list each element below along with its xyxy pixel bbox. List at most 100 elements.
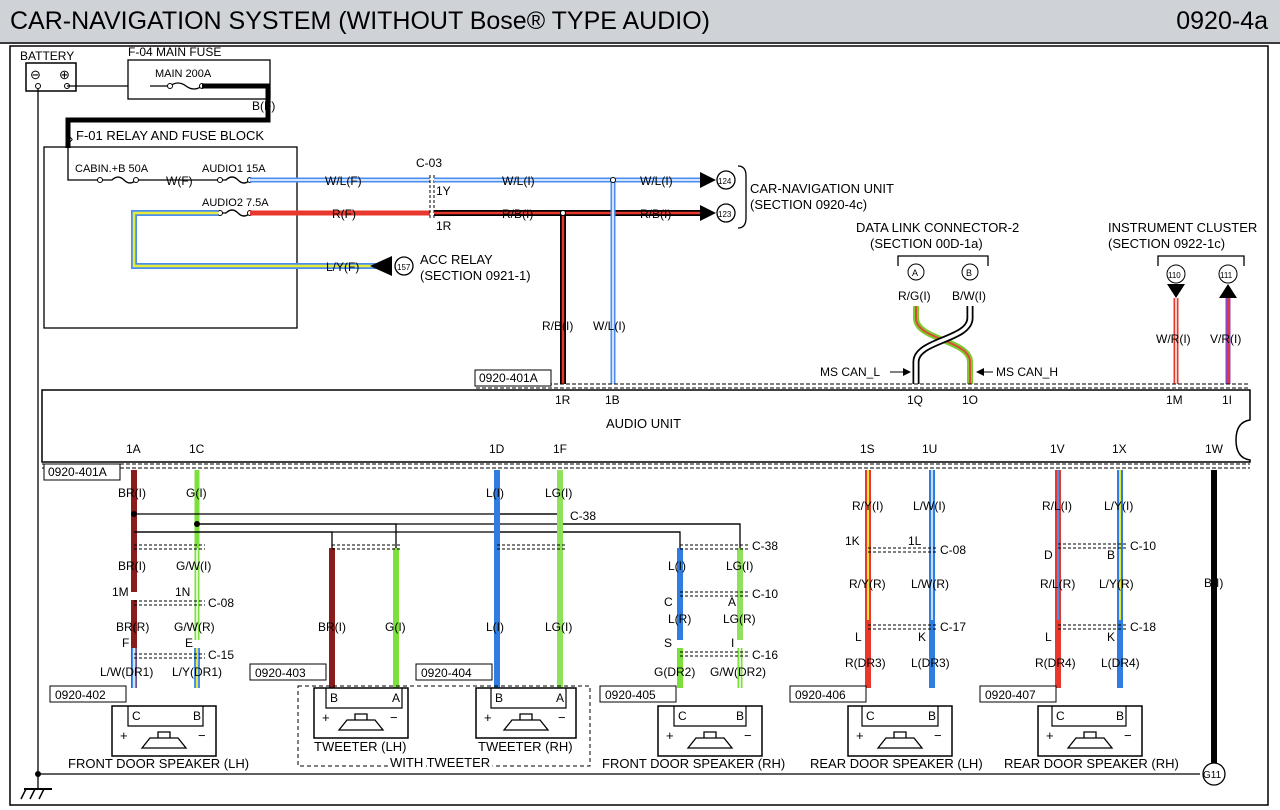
wire-label-r-dr3: R(DR3) xyxy=(845,656,886,670)
plus-sign: + xyxy=(484,710,492,725)
speaker-icon xyxy=(502,713,550,731)
wire-label-l-dr4: L(DR4) xyxy=(1101,656,1140,670)
pin-1f: 1F xyxy=(553,442,567,456)
minus-sign: − xyxy=(558,710,566,725)
speaker-pin-right: B xyxy=(736,709,744,723)
connector-c08-b: C-08 xyxy=(940,543,966,557)
battery-minus-icon: ⊖ xyxy=(30,67,41,82)
minus-sign: − xyxy=(198,728,206,743)
pin-1l: 1L xyxy=(908,534,922,548)
speaker-pin-left: B xyxy=(330,691,338,705)
wire-label-lw-dr1: L/W(DR1) xyxy=(100,665,153,679)
fuse-audio1-label: AUDIO1 15A xyxy=(202,163,266,175)
wire-label-lg-i-t: LG(I) xyxy=(545,620,572,634)
cluster-label: INSTRUMENT CLUSTER xyxy=(1108,220,1257,235)
title-bar: CAR-NAVIGATION SYSTEM (WITHOUT Bose® TYP… xyxy=(0,0,1280,44)
nav-unit-section: (SECTION 0920-4c) xyxy=(750,197,867,212)
speaker-pin-left: C xyxy=(866,709,875,723)
wire-label-rl-r: R/L(R) xyxy=(1040,577,1075,591)
connector-c10-a: C-10 xyxy=(752,587,778,601)
wire-label-wr: W/R(I) xyxy=(1156,332,1191,346)
wire-label-rf: R(F) xyxy=(332,207,356,221)
wire-label-rl-i: R/L(I) xyxy=(1042,499,1072,513)
pin-f-c15: F xyxy=(122,636,129,650)
relay-block-label: F-01 RELAY AND FUSE BLOCK xyxy=(76,128,264,143)
wire-label-g-dr2: G(DR2) xyxy=(654,665,695,679)
pin-1o: 1O xyxy=(962,393,978,407)
wire-label-wlf: W/L(F) xyxy=(325,174,362,188)
minus-sign: − xyxy=(390,710,398,725)
connector-c10-b: C-10 xyxy=(1130,539,1156,553)
main-fuse-label: F-04 MAIN FUSE xyxy=(128,45,221,59)
page-number: 0920-4a xyxy=(1176,7,1268,35)
pin-1r: 1R xyxy=(436,219,452,233)
wire-label-gw-dr2: G/W(DR2) xyxy=(710,665,766,679)
dlc-label: DATA LINK CONNECTOR-2 xyxy=(856,220,1019,235)
wire-label-gw-r: G/W(R) xyxy=(174,620,215,634)
pin-k-c18: K xyxy=(1107,630,1115,644)
wire-label-lw-r: L/W(R) xyxy=(911,577,949,591)
wire-label-br-r: BR(R) xyxy=(116,620,149,634)
wire-label-vr: V/R(I) xyxy=(1210,332,1241,346)
speaker-name: TWEETER (RH) xyxy=(478,739,573,754)
speaker-pin-left: C xyxy=(678,709,687,723)
speaker-pin-right: B xyxy=(193,709,201,723)
wire-label-l-dr3: L(DR3) xyxy=(911,656,950,670)
wire-label-bf: B(F) xyxy=(252,99,275,113)
pin-1c: 1C xyxy=(189,442,205,456)
battery-label: BATTERY xyxy=(20,49,74,63)
connector-124: 124 xyxy=(718,177,732,186)
connector-c03-label: C-03 xyxy=(416,156,442,170)
speaker-pin-right: A xyxy=(556,691,564,705)
wire-label-l-r: L(R) xyxy=(668,612,691,626)
tweeter-group-box xyxy=(297,685,591,767)
cluster-section: (SECTION 0922-1c) xyxy=(1108,236,1225,251)
chassis-ground-icon xyxy=(20,788,52,800)
wire-label-br-i-b: BR(I) xyxy=(118,559,146,573)
pin-i-c16: I xyxy=(731,636,734,650)
wire-label-l-i-a: L(I) xyxy=(486,486,504,500)
speaker-pin-right: B xyxy=(928,709,936,723)
wire-label-ly-dr1: L/Y(DR1) xyxy=(172,665,222,679)
wire-label-ly-i: L/Y(I) xyxy=(1104,499,1133,513)
pin-1q: 1Q xyxy=(907,393,923,407)
can-l-label: MS CAN_L xyxy=(820,365,880,379)
pin-1s: 1S xyxy=(860,442,875,456)
speaker-name: FRONT DOOR SPEAKER (RH) xyxy=(602,756,785,771)
pin-l-c18: L xyxy=(1045,630,1052,644)
audio-unit-label: AUDIO UNIT xyxy=(606,416,681,431)
dlc-pin-b: B xyxy=(966,268,972,278)
pin-e-c15: E xyxy=(185,636,193,650)
wire-label-lg-i-b: LG(I) xyxy=(726,559,753,573)
ground-g11: G11 xyxy=(1203,770,1222,781)
audio-unit: AUDIO UNIT 0920-401A 0920-401A 1R 1B 1Q … xyxy=(41,369,1251,481)
wire-label-wli-a: W/L(I) xyxy=(502,174,535,188)
plus-sign: + xyxy=(666,728,674,743)
pin-1v: 1V xyxy=(1050,442,1065,456)
main-fuse-rating: MAIN 200A xyxy=(155,68,212,80)
wire-label-bw: B/W(I) xyxy=(952,289,986,303)
speaker-ref: 0920-406 xyxy=(795,688,846,702)
connector-c38-b: C-38 xyxy=(752,539,778,553)
dlc-pin-a: A xyxy=(912,268,918,278)
speaker-ref: 0920-407 xyxy=(985,688,1036,702)
connector-c15: C-15 xyxy=(208,648,234,662)
speaker-pin-right: A xyxy=(392,691,400,705)
speaker-pin-left: C xyxy=(132,709,141,723)
pin-c-c10: C xyxy=(664,595,673,609)
speaker-icon xyxy=(876,731,924,749)
minus-sign: − xyxy=(1124,728,1132,743)
pin-1a: 1A xyxy=(126,442,141,456)
plus-sign: + xyxy=(322,710,330,725)
main-fuse: F-04 MAIN FUSE MAIN 200A xyxy=(127,45,271,100)
wire-label-br-i-a: BR(I) xyxy=(118,486,146,500)
battery-plus-icon: ⊕ xyxy=(59,67,70,82)
pin-1n-c08: 1N xyxy=(175,585,190,599)
speaker-pin-right: B xyxy=(1116,709,1124,723)
